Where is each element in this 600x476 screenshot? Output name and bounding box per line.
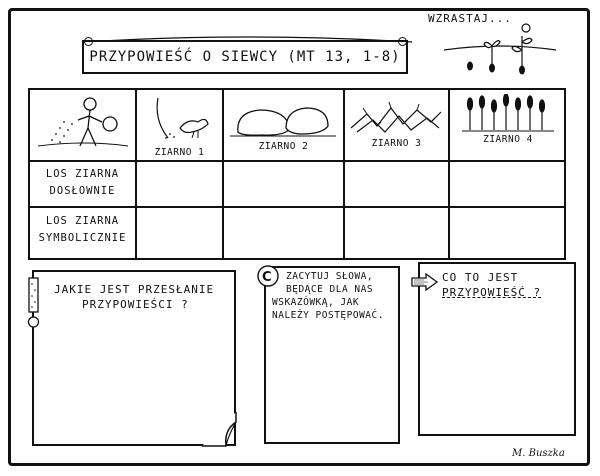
parable-question: CO TO JEST PRZYPOWIEŚĆ ? bbox=[442, 270, 572, 300]
table-divider bbox=[135, 88, 137, 260]
table-divider bbox=[448, 88, 450, 260]
signature: M. Buszka bbox=[512, 448, 565, 459]
parable-definition-box bbox=[418, 262, 576, 436]
row-label-line: LOS ZIARNA bbox=[45, 215, 120, 227]
svg-text:C: C bbox=[262, 270, 272, 285]
table-divider bbox=[28, 160, 566, 162]
bird-icon bbox=[156, 97, 209, 139]
quote-box bbox=[264, 266, 400, 444]
row-label-line: DOSŁOWNIE bbox=[49, 185, 116, 197]
sprouts-icon bbox=[443, 23, 557, 75]
quote-icon: C bbox=[257, 265, 279, 287]
banner-string bbox=[83, 36, 413, 43]
table-divider bbox=[343, 88, 345, 260]
row-label-line: SYMBOLICZNIE bbox=[38, 232, 127, 244]
quote-instruction: ZACYTUJ SŁOWA, BĘDĄCE DLA NAS WSKAZÓWKĄ,… bbox=[272, 270, 402, 322]
thorns-icon bbox=[350, 101, 442, 133]
message-question: JAKIE JEST PRZESŁANIE PRZYPOWIEŚCI ? bbox=[54, 282, 234, 312]
question-line: PRZYPOWIEŚĆ ? bbox=[442, 286, 542, 299]
wheat-icon bbox=[462, 94, 554, 132]
page-curl-icon bbox=[202, 412, 237, 447]
grow-label: WZRASTAJ... bbox=[428, 12, 512, 25]
column-header-ziarno-3: ZIARNO 3 bbox=[371, 138, 422, 149]
quote-line: BĘDĄCE DLA NAS bbox=[286, 284, 374, 295]
question-line: JAKIE JEST PRZESŁANIE bbox=[54, 283, 215, 296]
column-header-ziarno-2: ZIARNO 2 bbox=[258, 141, 309, 152]
page-title: PRZYPOWIEŚĆ O SIEWCY (MT 13, 1-8) bbox=[82, 40, 408, 74]
row-label-line: LOS ZIARNA bbox=[45, 168, 120, 180]
column-header-ziarno-4: ZIARNO 4 bbox=[483, 134, 533, 145]
quote-line: NALEŻY POSTĘPOWAĆ. bbox=[272, 310, 384, 321]
column-header-ziarno-1: ZIARNO 1 bbox=[154, 147, 205, 158]
quote-line: ZACYTUJ SŁOWA, bbox=[286, 271, 374, 282]
seed-table bbox=[28, 88, 566, 260]
row-label-symbolic: LOS ZIARNA SYMBOLICZNIE bbox=[30, 213, 135, 247]
message-box bbox=[32, 270, 236, 446]
question-line: CO TO JEST bbox=[442, 271, 519, 284]
rocks-icon bbox=[230, 107, 336, 137]
table-divider bbox=[28, 206, 566, 208]
exclamation-icon bbox=[27, 277, 40, 328]
table-divider bbox=[222, 88, 224, 260]
quote-line: WSKAZÓWKĄ, JAK bbox=[272, 297, 360, 308]
question-line: PRZYPOWIEŚCI ? bbox=[82, 298, 189, 311]
page-frame bbox=[8, 8, 590, 466]
sower-icon bbox=[37, 97, 129, 147]
arrow-icon bbox=[411, 272, 439, 292]
row-label-literal: LOS ZIARNA DOSŁOWNIE bbox=[30, 166, 135, 200]
